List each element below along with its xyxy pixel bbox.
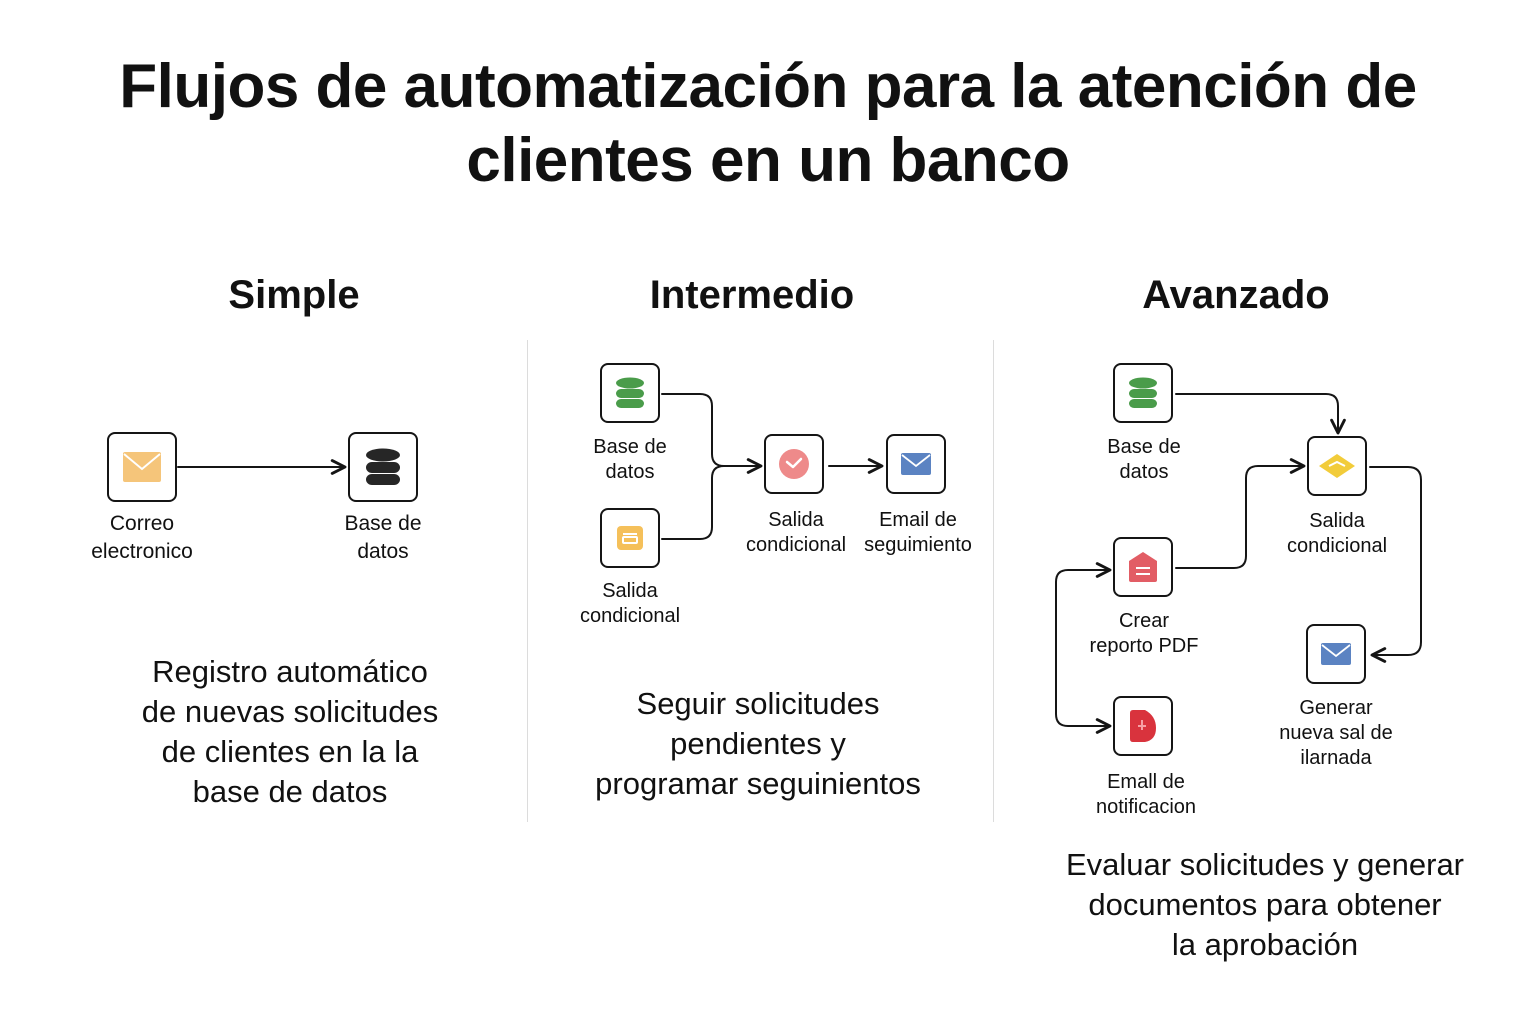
arrow-database-to-conditional <box>1175 393 1346 435</box>
diamond-icon <box>1319 454 1355 478</box>
node-advanced-database[interactable] <box>1113 363 1173 423</box>
label-intermediate-email-followup: Email de seguimiento <box>864 509 972 556</box>
label-simple-database: Base de datos <box>344 512 422 563</box>
label-advanced-pdf-report: Crear reporto PDF <box>1089 610 1199 657</box>
envelope-icon <box>901 453 931 475</box>
label-intermediate-database: Base de datos <box>593 436 667 483</box>
database-icon <box>366 448 400 485</box>
node-advanced-conditional[interactable] <box>1307 436 1367 496</box>
database-icon <box>616 377 644 408</box>
shield-icon <box>1130 710 1156 742</box>
divider-left <box>527 340 528 822</box>
node-advanced-generate-call[interactable] <box>1306 624 1366 684</box>
node-intermediate-email-followup[interactable] <box>886 434 946 494</box>
document-icon <box>1129 552 1157 582</box>
arrow-conditional-to-generate <box>1369 466 1422 663</box>
label-intermediate-conditional-center: Salida condicional <box>745 509 847 556</box>
page-title-line-1: Flujos de automatización para la atenció… <box>119 52 1417 121</box>
label-intermediate-conditional-left: Salida condicional <box>579 580 681 627</box>
envelope-icon <box>1321 643 1351 665</box>
envelope-icon <box>123 452 161 482</box>
description-intermediate: Seguir solicitudes pendientes y programa… <box>595 686 921 801</box>
description-advanced: Evaluar solicitudes y generar documentos… <box>1065 847 1465 962</box>
page-title-line-2: clientes en un banco <box>466 126 1070 195</box>
node-intermediate-database[interactable] <box>600 363 660 423</box>
form-icon <box>617 526 643 550</box>
heading-simple: Simple <box>228 273 360 317</box>
clock-icon <box>779 449 809 479</box>
divider-right <box>993 340 994 822</box>
arrow-pdf-to-conditional <box>1175 458 1306 569</box>
label-simple-email: Correo electronico <box>91 512 193 563</box>
description-simple: Registro automático de nuevas solicitude… <box>141 654 439 809</box>
label-advanced-generate-call: Generar nueva sal de ilarnada <box>1279 697 1393 769</box>
heading-advanced: Avanzado <box>1142 273 1330 317</box>
node-advanced-pdf-report[interactable] <box>1113 537 1173 597</box>
label-advanced-conditional: Salida condicional <box>1286 510 1388 557</box>
node-intermediate-conditional-left[interactable] <box>600 508 660 568</box>
node-advanced-notification[interactable] <box>1113 696 1173 756</box>
node-simple-database[interactable] <box>348 432 418 502</box>
node-simple-email[interactable] <box>107 432 177 502</box>
database-icon <box>1129 377 1157 408</box>
arrow-condition-left-to-condition <box>661 465 725 540</box>
arrow-database-to-condition <box>661 393 763 474</box>
heading-intermediate: Intermedio <box>649 273 855 317</box>
label-advanced-notification: Emall de notificacion <box>1095 771 1197 818</box>
arrow-loop-to-pdf <box>1055 562 1112 734</box>
node-intermediate-conditional-center[interactable] <box>764 434 824 494</box>
page-title: Flujos de automatización para la atenció… <box>40 50 1496 198</box>
label-advanced-database: Base de datos <box>1107 436 1181 483</box>
